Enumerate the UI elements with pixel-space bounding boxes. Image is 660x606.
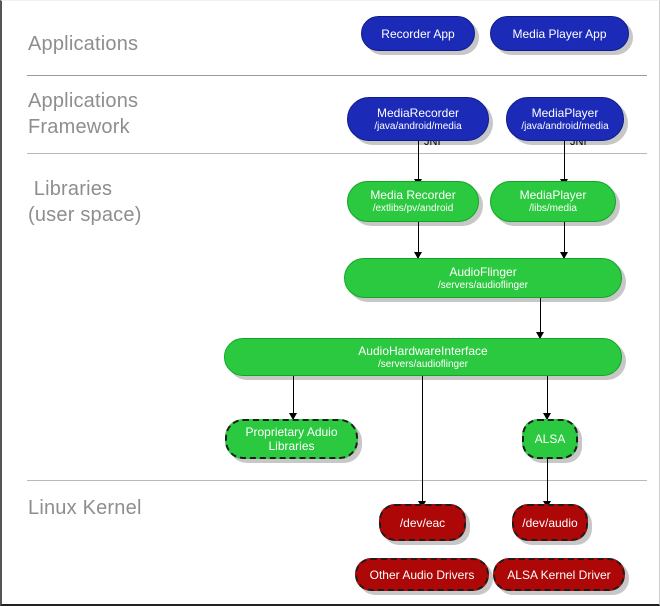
node-media-recorder-lib[interactable]: Media Recorder /extlibs/pv/android: [347, 181, 479, 222]
node-mediarecorder-framework[interactable]: MediaRecorder /java/android/media: [347, 97, 489, 141]
arrowhead-mediarecorder-to-audioflinger: [414, 252, 422, 259]
connector-ahi-to-alsa: [547, 376, 548, 419]
node-title-mediaplayer-lib: MediaPlayer: [519, 188, 587, 202]
node-mediaplayer-lib[interactable]: MediaPlayer /libs/media: [490, 181, 616, 222]
node-title-dev-audio: /dev/audio: [522, 515, 578, 530]
connector-mediaplayer-to-audioflinger: [564, 221, 565, 258]
connector-audioflinger-to-audiohardwareinterface: [540, 298, 541, 338]
node-sub-audioflinger: /servers/audioflinger: [437, 279, 529, 291]
node-audiohardwareinterface[interactable]: AudioHardwareInterface /servers/audiofli…: [224, 338, 622, 376]
node-audioflinger[interactable]: AudioFlinger /servers/audioflinger: [344, 258, 622, 298]
node-media-player-app[interactable]: Media Player App: [490, 16, 629, 51]
connector-mediarecorder-to-audioflinger: [418, 221, 419, 258]
node-title-other-audio-drivers: Other Audio Drivers: [369, 567, 475, 582]
node-sub-media-recorder-lib: /extlibs/pv/android: [372, 203, 454, 214]
node-alsa[interactable]: ALSA: [522, 419, 578, 459]
node-title-media-recorder-lib: Media Recorder: [370, 188, 456, 202]
layer-label-libraries: Libraries (user space): [28, 178, 142, 226]
node-proprietary-audio-libraries[interactable]: Proprietary Aduio Libraries: [225, 419, 358, 459]
node-mediaplayer-framework[interactable]: MediaPlayer /java/android/media: [506, 97, 624, 141]
node-dev-eac[interactable]: /dev/eac: [379, 504, 466, 541]
node-sub-mediaplayer-framework: /java/android/media: [521, 120, 609, 132]
node-title-alsa: ALSA: [534, 432, 566, 446]
connector-jni-player: [564, 141, 565, 186]
node-title-alsa-kernel-driver: ALSA Kernel Driver: [507, 567, 611, 582]
node-recorder-app[interactable]: Recorder App: [361, 16, 475, 51]
layer-label-linux-kernel: Linux Kernel: [28, 497, 142, 519]
arrowhead-ahi-to-alsa: [543, 413, 551, 420]
divider-framework: [27, 153, 647, 154]
node-title-audiohardwareinterface: AudioHardwareInterface: [358, 343, 488, 358]
node-other-audio-drivers[interactable]: Other Audio Drivers: [355, 558, 489, 591]
node-sub-mediarecorder-framework: /java/android/media: [374, 120, 462, 132]
arrowhead-audioflinger-to-audiohardwareinterface: [536, 332, 544, 339]
node-sub-mediaplayer-lib: /libs/media: [529, 203, 577, 214]
connector-jni-recorder: [418, 141, 419, 186]
connector-ahi-to-dev-eac: [422, 376, 423, 507]
node-dev-audio[interactable]: /dev/audio: [512, 504, 588, 541]
node-title-proprietary-audio-libraries: Proprietary Aduio Libraries: [245, 425, 338, 453]
arrowhead-mediaplayer-to-audioflinger: [560, 252, 568, 259]
connector-alsa-to-dev-audio: [547, 456, 548, 507]
arrowhead-ahi-to-proprietary: [289, 413, 297, 420]
divider-applications: [27, 75, 647, 76]
connector-ahi-to-proprietary: [293, 376, 294, 419]
node-sub-audiohardwareinterface: /servers/audioflinger: [377, 358, 469, 370]
node-title-dev-eac: /dev/eac: [399, 515, 446, 530]
node-title-audioflinger: AudioFlinger: [449, 264, 517, 279]
node-title-mediarecorder-framework: MediaRecorder: [376, 105, 460, 120]
layer-label-applications: Applications: [28, 33, 139, 55]
divider-kernel: [27, 480, 647, 481]
node-alsa-kernel-driver[interactable]: ALSA Kernel Driver: [493, 558, 625, 591]
node-title-media-player-app: Media Player App: [512, 26, 607, 41]
layer-label-applications-framework: Applications Framework: [28, 90, 139, 138]
node-title-mediaplayer-framework: MediaPlayer: [531, 105, 599, 120]
node-title-recorder-app: Recorder App: [381, 26, 455, 41]
